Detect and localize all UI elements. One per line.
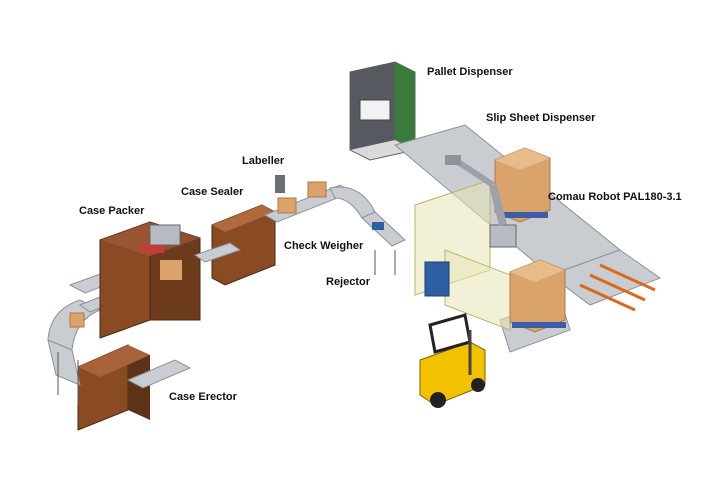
label-slip-sheet-dispenser: Slip Sheet Dispenser <box>486 112 596 124</box>
case-erector <box>77 344 192 431</box>
label-case-sealer: Case Sealer <box>181 186 244 198</box>
curved-conveyor-left <box>47 299 102 405</box>
label-labeller: Labeller <box>242 155 285 167</box>
safety-fence <box>414 179 511 331</box>
label-comau-robot: Comau Robot PAL180-3.1 <box>548 191 682 203</box>
case-packer <box>99 221 201 339</box>
palletizing-robot <box>445 155 517 248</box>
forklift <box>419 313 486 408</box>
case-sealer <box>193 204 276 286</box>
pallet-dispenser <box>349 61 416 161</box>
checkweigher-conveyor <box>329 186 406 275</box>
label-check-weigher: Check Weigher <box>284 240 364 252</box>
label-case-packer: Case Packer <box>79 205 145 217</box>
pallet-stacks <box>494 147 566 333</box>
label-case-erector: Case Erector <box>169 391 237 403</box>
label-pallet-dispenser: Pallet Dispenser <box>427 66 513 78</box>
label-rejector: Rejector <box>326 276 371 288</box>
